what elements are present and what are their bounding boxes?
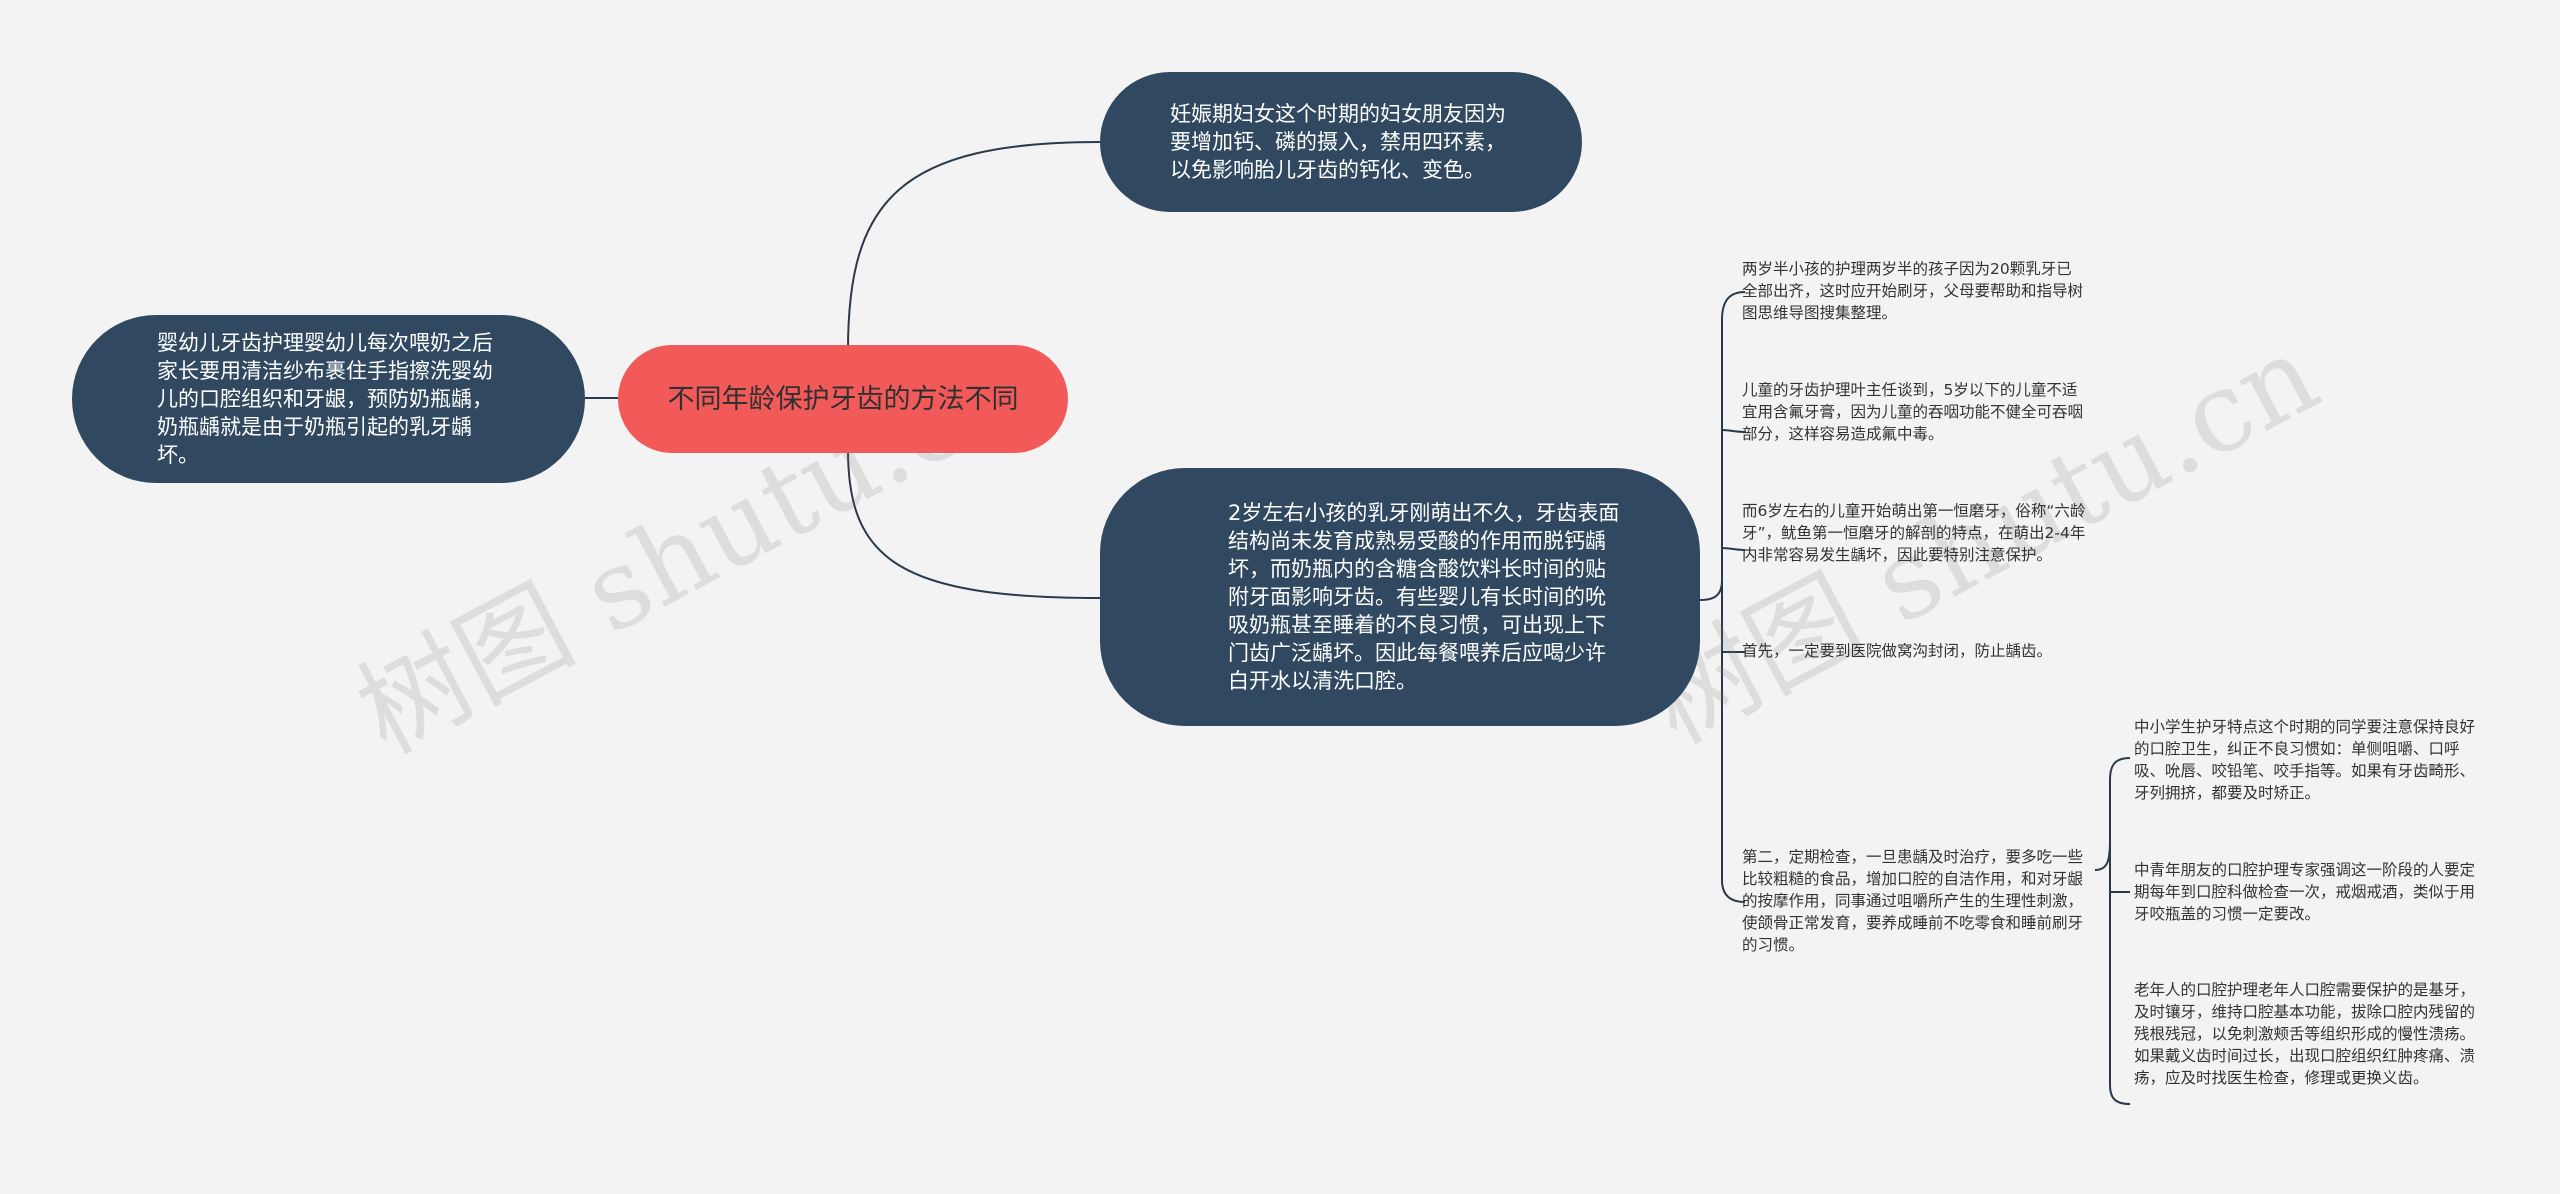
leaf-child-care-label: 儿童的牙齿护理叶主任谈到，5岁以下的儿童不适宜用含氟牙膏，因为儿童的吞咽功能不健…	[1742, 381, 2084, 443]
root-node[interactable]: 不同年龄保护牙齿的方法不同	[618, 345, 1068, 453]
subleaf-elderly[interactable]: 老年人的口腔护理老年人口腔需要保护的是基牙，及时镶牙，维持口腔基本功能，拔除口腔…	[2134, 979, 2484, 1089]
leaf-second-step-label: 第二，定期检查，一旦患龋及时治疗，要多吃一些比较粗糙的食品，增加口腔的自洁作用，…	[1742, 848, 2084, 954]
branch-top[interactable]: 妊娠期妇女这个时期的妇女朋友因为要增加钙、磷的摄入，禁用四环素，以免影响胎儿牙齿…	[1100, 72, 1582, 212]
leaf-second-step[interactable]: 第二，定期检查，一旦患龋及时治疗，要多吃一些比较粗糙的食品，增加口腔的自洁作用，…	[1742, 846, 2090, 956]
subleaf-students[interactable]: 中小学生护牙特点这个时期的同学要注意保持良好的口腔卫生，纠正不良习惯如：单侧咀嚼…	[2134, 716, 2484, 804]
branch-left-label: 婴幼儿牙齿护理婴幼儿每次喂奶之后家长要用清洁纱布裹住手指擦洗婴幼儿的口腔组织和牙…	[157, 331, 493, 467]
branch-right[interactable]: 2岁左右小孩的乳牙刚萌出不久，牙齿表面结构尚未发育成熟易受酸的作用而脱钙龋坏，而…	[1100, 468, 1700, 726]
root-label: 不同年龄保护牙齿的方法不同	[667, 383, 1019, 415]
leaf-six-years[interactable]: 而6岁左右的儿童开始萌出第一恒磨牙，俗称“六龄牙”，鱿鱼第一恒磨牙的解剖的特点，…	[1742, 500, 2087, 566]
branch-top-label: 妊娠期妇女这个时期的妇女朋友因为要增加钙、磷的摄入，禁用四环素，以免影响胎儿牙齿…	[1170, 102, 1506, 182]
leaf-first-step[interactable]: 首先，一定要到医院做窝沟封闭，防止龋齿。	[1742, 640, 2087, 662]
branch-left[interactable]: 婴幼儿牙齿护理婴幼儿每次喂奶之后家长要用清洁纱布裹住手指擦洗婴幼儿的口腔组织和牙…	[72, 315, 585, 483]
leaf-two-years[interactable]: 两岁半小孩的护理两岁半的孩子因为20颗乳牙已全部出齐，这时应开始刷牙，父母要帮助…	[1742, 258, 2087, 324]
leaf-first-step-label: 首先，一定要到医院做窝沟封闭，防止龋齿。	[1742, 642, 2053, 660]
subleaf-students-label: 中小学生护牙特点这个时期的同学要注意保持良好的口腔卫生，纠正不良习惯如：单侧咀嚼…	[2134, 718, 2476, 802]
subleaf-elderly-label: 老年人的口腔护理老年人口腔需要保护的是基牙，及时镶牙，维持口腔基本功能，拔除口腔…	[2134, 981, 2476, 1087]
leaf-six-years-label: 而6岁左右的儿童开始萌出第一恒磨牙，俗称“六龄牙”，鱿鱼第一恒磨牙的解剖的特点，…	[1742, 502, 2086, 564]
subleaf-adults-label: 中青年朋友的口腔护理专家强调这一阶段的人要定期每年到口腔科做检查一次，戒烟戒酒，…	[2134, 861, 2476, 923]
subleaf-adults[interactable]: 中青年朋友的口腔护理专家强调这一阶段的人要定期每年到口腔科做检查一次，戒烟戒酒，…	[2134, 859, 2484, 925]
branch-right-label: 2岁左右小孩的乳牙刚萌出不久，牙齿表面结构尚未发育成熟易受酸的作用而脱钙龋坏，而…	[1228, 501, 1620, 693]
leaf-two-years-label: 两岁半小孩的护理两岁半的孩子因为20颗乳牙已全部出齐，这时应开始刷牙，父母要帮助…	[1742, 260, 2084, 322]
leaf-child-care[interactable]: 儿童的牙齿护理叶主任谈到，5岁以下的儿童不适宜用含氟牙膏，因为儿童的吞咽功能不健…	[1742, 379, 2087, 445]
